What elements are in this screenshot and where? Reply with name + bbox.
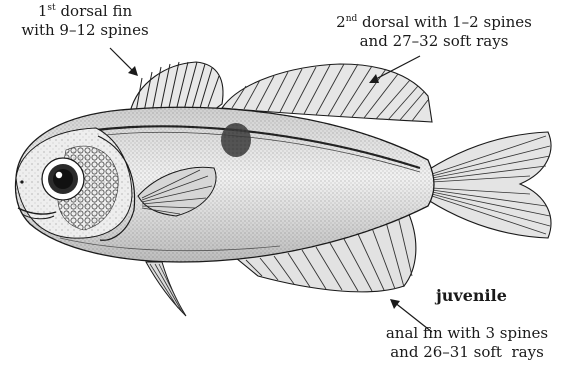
anal-fin-label-line1: anal fin with 3 spines [370,324,564,343]
first-dorsal-fin-label-line2: with 9–12 spines [10,21,160,40]
second-dorsal-fin-label-line2: and 27–32 soft rays [316,32,552,51]
first-dorsal-fin-label-line1: 1st dorsal fin [10,2,160,21]
anal-fin-label: anal fin with 3 spines and 26–31 soft ra… [370,324,564,362]
fish-eye [42,158,84,200]
caudal-fin [428,132,551,238]
first-dorsal-fin [130,62,223,112]
anal-fin-label-line2: and 26–31 soft rays [370,343,564,362]
second-dorsal-label-text: dorsal with 1–2 spines [357,13,532,31]
first-dorsal-fin-label: 1st dorsal fin with 9–12 spines [10,2,160,40]
first-dorsal-ordinal-suffix: st [47,3,55,13]
pelvic-fin [146,262,186,316]
first-dorsal-label-text: dorsal fin [56,2,132,20]
dorsal1-pointer-arrow [110,48,138,76]
second-dorsal-fin-label-line1: 2nd dorsal with 1–2 spines [316,13,552,32]
second-dorsal-ordinal-suffix: nd [346,14,358,24]
second-dorsal-ordinal-number: 2 [336,13,346,31]
life-stage-label: juvenile [436,286,507,305]
second-dorsal-fin-label: 2nd dorsal with 1–2 spines and 27–32 sof… [316,13,552,51]
first-dorsal-ordinal-number: 1 [38,2,48,20]
